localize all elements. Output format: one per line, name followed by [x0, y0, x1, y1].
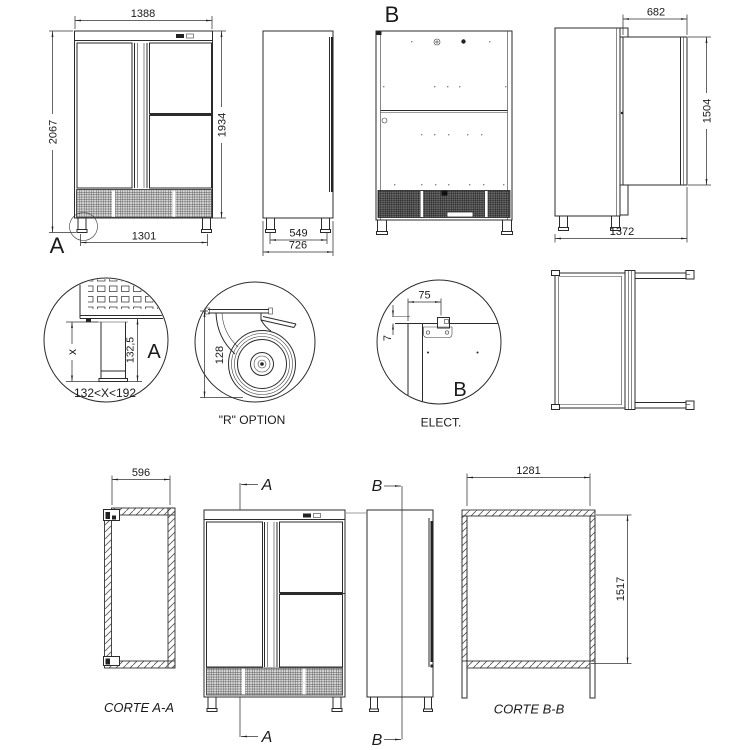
control-panel-icon	[303, 513, 321, 518]
dim-section-aa-width: 596	[111, 467, 171, 505]
adjustable-foot	[98, 322, 128, 382]
dim-text: 1517	[615, 577, 627, 601]
section-bb-caption: CORTE B-B	[494, 702, 565, 717]
front-cut-grille	[206, 667, 343, 696]
detail-elect: 75 7 B ELECT.	[376, 279, 502, 430]
cut-marker-b-top: B	[372, 478, 383, 495]
front-ventilation-grille	[76, 189, 212, 218]
elect-caption: ELECT.	[421, 416, 462, 430]
section-bb-walls	[461, 509, 596, 699]
dim-front-height-total: 2067	[46, 30, 76, 233]
electrical-junction-box	[423, 317, 453, 338]
caster-caption: "R" OPTION	[219, 413, 286, 427]
dim-foot-variable: x	[65, 321, 99, 382]
dim-text: x	[65, 349, 79, 355]
open-door-panel	[620, 36, 688, 186]
rear-feet	[376, 219, 513, 235]
dim-text: 1504	[701, 99, 713, 123]
caster-wheel	[228, 330, 296, 398]
dim-text: 132,5	[125, 337, 137, 363]
top-view-open	[551, 270, 695, 410]
dim-elect-vertical: 7	[382, 305, 394, 341]
detail-elect-label: B	[453, 379, 466, 401]
cut-marker-a-bottom: A	[261, 729, 273, 746]
bottom-hinge	[619, 184, 629, 216]
dim-side-feet-spacing: 549	[269, 228, 328, 244]
dim-text: 1388	[131, 8, 155, 20]
side-cut-view: B B	[366, 478, 434, 749]
dim-foot-fixed: 132,5	[125, 318, 142, 382]
door-gasket-edge	[331, 37, 334, 192]
front-cut-view: A A	[203, 477, 366, 746]
front-cut-feet	[206, 696, 343, 712]
front-doors	[76, 42, 213, 189]
rear-fasteners	[381, 38, 466, 124]
section-aa-caption: CORTE A-A	[104, 700, 174, 715]
dim-caster-height: 128	[200, 310, 243, 398]
door-gasket-edge	[430, 521, 434, 662]
side-feet	[265, 217, 331, 233]
foot-range-note: 132<X<192	[74, 386, 136, 400]
dim-front-height-body: 1934	[213, 30, 228, 219]
dim-text: 596	[132, 467, 150, 479]
caster-brake-lever	[260, 316, 297, 328]
dim-front-width-top: 1388	[74, 8, 213, 29]
dim-text: 75	[418, 290, 430, 302]
front-cut-doors	[206, 521, 345, 668]
dim-text: 128	[214, 346, 226, 364]
top-hinge	[619, 27, 629, 38]
dim-text: 549	[289, 228, 307, 240]
open-door-top-trace	[635, 270, 695, 410]
dim-text: 7	[382, 335, 394, 341]
detail-elect-content	[392, 316, 501, 404]
dim-section-bb-width: 1281	[466, 465, 591, 506]
side-open-view: 682 1504 1372	[554, 7, 713, 243]
cut-marker-a-top: A	[261, 477, 273, 494]
side-open-feet	[558, 215, 621, 231]
section-aa-walls	[103, 507, 176, 669]
dim-text: 1301	[132, 231, 156, 243]
dim-text: 1934	[216, 113, 228, 137]
dim-text: 726	[289, 240, 307, 252]
section-bb-view: 1281 1517 CORTE B-B	[461, 465, 632, 717]
rear-condenser-grille	[377, 190, 511, 218]
dim-side-depth: 726	[262, 221, 334, 256]
dim-elect-horizontal: 75	[407, 290, 442, 321]
rear-view-label: B	[385, 2, 400, 27]
rear-screw-ticks	[383, 41, 507, 186]
dim-section-bb-height: 1517	[591, 514, 632, 664]
hinge-mark	[376, 31, 382, 35]
dim-text: 682	[647, 7, 665, 19]
detail-caster: 128 "R" OPTION	[194, 281, 316, 427]
front-view: A 1388 2067 1934 1301	[46, 8, 228, 258]
dim-door-height: 1504	[688, 36, 713, 186]
dim-text: 1372	[610, 226, 634, 238]
dim-door-width: 682	[622, 7, 688, 35]
dim-text: 2067	[47, 120, 59, 144]
dim-front-width-feet: 1301	[80, 231, 208, 246]
section-aa-view: 596 CORTE A-A	[103, 467, 176, 715]
side-view: 549 726	[262, 30, 334, 256]
detail-foot-label: A	[147, 341, 161, 363]
dim-text: 1281	[516, 465, 540, 477]
dim-total-depth: 1372	[554, 187, 688, 243]
control-panel-icon	[176, 33, 194, 39]
front-view-label: A	[50, 233, 65, 258]
detail-callout-circle-a	[69, 212, 98, 241]
rear-view: B	[375, 2, 513, 235]
side-cut-feet	[369, 696, 433, 712]
front-feet	[76, 217, 212, 233]
caster-plate	[205, 307, 273, 315]
cut-marker-b-bottom: B	[372, 732, 383, 749]
hinge-column	[624, 270, 636, 410]
